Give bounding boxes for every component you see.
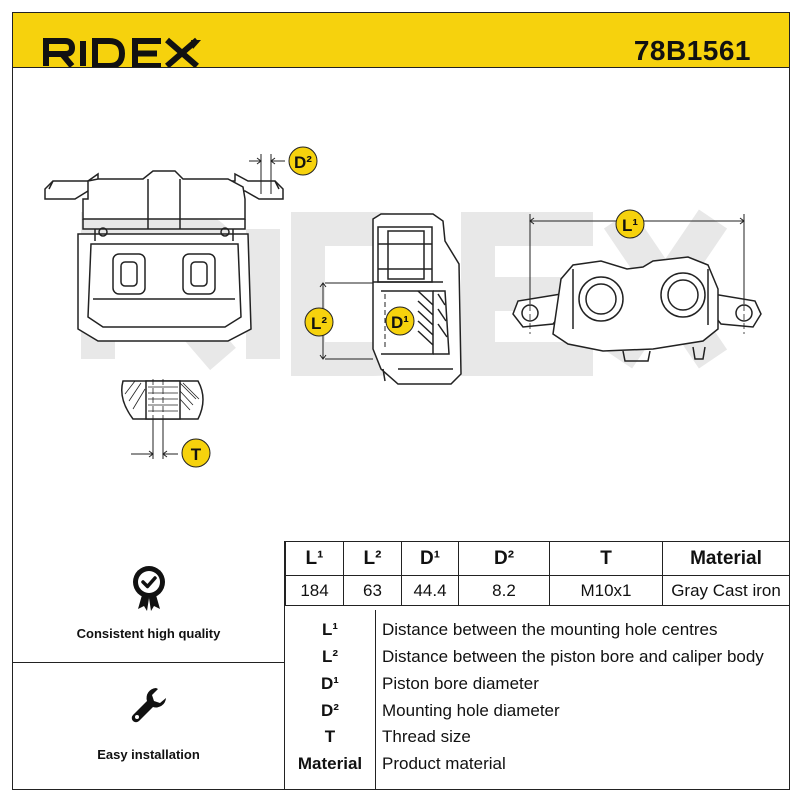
spec-header-t: T bbox=[549, 541, 663, 576]
legend-key: T bbox=[324, 727, 336, 746]
spec-header-l1: L¹ bbox=[285, 541, 344, 576]
legend-row: L² Distance between the piston bore and … bbox=[285, 644, 790, 670]
feature-quality: Consistent high quality bbox=[12, 541, 285, 663]
wrench-icon bbox=[129, 685, 169, 730]
legend-row: T Thread size bbox=[285, 724, 790, 750]
svg-text:L²: L² bbox=[311, 314, 327, 333]
legend-key: Material bbox=[297, 754, 363, 773]
legend-key: D¹ bbox=[321, 674, 339, 693]
spec-value-d1: 44.4 bbox=[401, 575, 459, 606]
feature-installation: Easy installation bbox=[12, 663, 285, 790]
badge-l1: L¹ bbox=[615, 209, 645, 239]
legend-desc: Product material bbox=[382, 754, 506, 773]
legend-row: D¹ Piston bore diameter bbox=[285, 671, 790, 697]
spec-header-d2: D² bbox=[458, 541, 550, 576]
spec-value-l1: 184 bbox=[285, 575, 344, 606]
spec-value-t: M10x1 bbox=[549, 575, 663, 606]
part-number: 78B1561 bbox=[633, 35, 751, 66]
caliper-front-view bbox=[44, 154, 285, 342]
spec-value-d2: 8.2 bbox=[458, 575, 550, 606]
legend-key: D² bbox=[321, 701, 339, 720]
spec-value-row: 184 63 44.4 8.2 M10x1 Gray Cast iron bbox=[285, 575, 790, 606]
badge-d1: D¹ bbox=[385, 306, 415, 336]
legend-desc: Distance between the mounting hole centr… bbox=[382, 620, 718, 639]
feature-label: Easy installation bbox=[97, 747, 200, 762]
technical-drawing: D² L² D¹ L¹ T bbox=[13, 69, 789, 542]
header-bar: 78B1561 bbox=[12, 12, 790, 69]
legend-desc: Thread size bbox=[382, 727, 471, 746]
legend-divider bbox=[375, 610, 376, 790]
legend-key: L¹ bbox=[321, 620, 339, 639]
svg-text:D²: D² bbox=[294, 153, 312, 172]
quality-badge-icon bbox=[131, 565, 167, 616]
svg-text:T: T bbox=[191, 445, 202, 464]
spec-header-material: Material bbox=[662, 541, 790, 576]
spec-header-row: L¹ L² D¹ D² T Material bbox=[285, 541, 790, 576]
legend-desc: Distance between the piston bore and cal… bbox=[382, 647, 764, 666]
legend-row: Material Product material bbox=[285, 751, 790, 777]
features-panel: Consistent high quality Easy installatio… bbox=[12, 541, 285, 790]
svg-text:D¹: D¹ bbox=[391, 313, 409, 332]
spec-header-d1: D¹ bbox=[401, 541, 459, 576]
feature-label: Consistent high quality bbox=[76, 626, 221, 641]
ridex-logo bbox=[43, 37, 203, 72]
spec-value-material: Gray Cast iron bbox=[662, 575, 790, 606]
spec-header-l2: L² bbox=[343, 541, 402, 576]
caliper-top-view bbox=[512, 214, 762, 362]
badge-t: T bbox=[181, 438, 211, 468]
svg-text:L¹: L¹ bbox=[622, 216, 638, 235]
legend-desc: Piston bore diameter bbox=[382, 674, 539, 693]
legend-desc: Mounting hole diameter bbox=[382, 701, 560, 720]
spec-table: L¹ L² D¹ D² T Material 184 63 44.4 8.2 M… bbox=[285, 541, 790, 606]
caliper-side-view bbox=[319, 213, 462, 385]
legend-row: L¹ Distance between the mounting hole ce… bbox=[285, 617, 790, 643]
dimension-legend: L¹ Distance between the mounting hole ce… bbox=[285, 610, 790, 790]
spec-value-l2: 63 bbox=[343, 575, 402, 606]
badge-d2: D² bbox=[288, 146, 318, 176]
legend-row: D² Mounting hole diameter bbox=[285, 698, 790, 724]
badge-l2: L² bbox=[304, 307, 334, 337]
thread-section-view bbox=[121, 379, 204, 459]
legend-key: L² bbox=[321, 647, 339, 666]
